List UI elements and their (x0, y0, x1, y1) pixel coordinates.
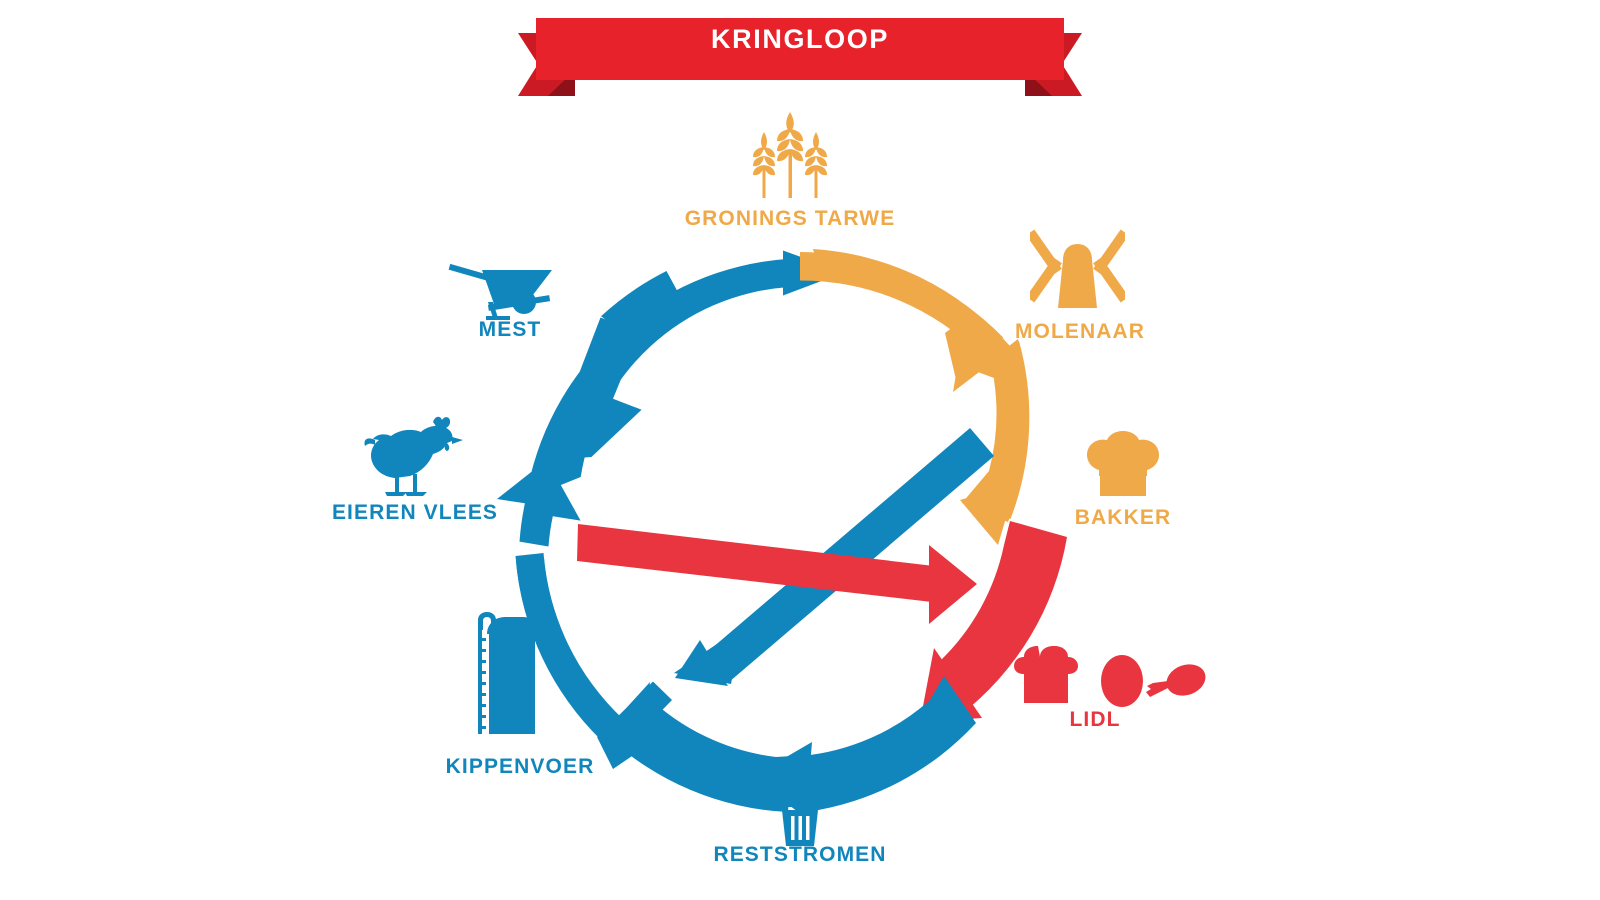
node-label-mest: MEST (478, 318, 542, 341)
ring-segments (497, 249, 1067, 818)
banner-ribbon-shape (518, 18, 1082, 96)
ring-arrowhead-bakker (960, 484, 1016, 545)
windmill-icon (1026, 228, 1129, 318)
node-label-kippenvoer: KIPPENVOER (445, 755, 595, 778)
wheat-icon (735, 110, 845, 205)
ring-segment-molenaar-to-bakker-body (962, 341, 1030, 519)
groceries-icon (1010, 645, 1210, 710)
cross-arrow-red-head (929, 545, 977, 624)
chicken-icon (355, 412, 465, 502)
node-label-eieren-vlees: EIEREN VLEES (331, 501, 499, 524)
feed-silo-icon (465, 612, 545, 742)
node-label-lidl: LIDL (1069, 708, 1121, 731)
ring-segment-reststromen-to-kippenvoer (606, 695, 792, 812)
drumstick-shape (1146, 664, 1206, 697)
node-label-molenaar: MOLENAAR (1014, 320, 1146, 343)
node-label-bakker: BAKKER (1074, 506, 1172, 529)
node-label-reststromen: RESTSTROMEN (713, 843, 887, 866)
cross-arrow-eieren-to-lidl (577, 524, 977, 624)
cross-arrow-blue-shaft (705, 428, 994, 682)
ring-segment-kippenvoer-to-eieren-body (515, 553, 624, 742)
cross-arrow-blue-head2 (675, 640, 728, 686)
cross-arrow-red-shaft (577, 524, 934, 602)
ribbon-band (536, 18, 1064, 80)
ring-segment-bakker-to-lidl (940, 521, 1067, 716)
cross-arrow-bakker-to-kippenvoer (674, 428, 994, 686)
ring-segment-eieren-to-mest (497, 459, 581, 547)
ring-arrowhead-mest (545, 317, 642, 461)
ring-arrowhead-kippenvoer-chevron (597, 681, 672, 769)
node-label-gronings-tarwe: GRONINGS TARWE (684, 207, 896, 230)
egg-shape (1101, 655, 1143, 707)
ring-segment-mest-upper (601, 271, 680, 334)
ring-arrowhead-molenaar (953, 316, 1012, 392)
ring-segment-lidl-to-reststromen (802, 676, 976, 812)
chef-hat-icon (1078, 428, 1168, 500)
trash-bin-icon (770, 792, 830, 848)
wheelbarrow-icon (448, 262, 558, 324)
